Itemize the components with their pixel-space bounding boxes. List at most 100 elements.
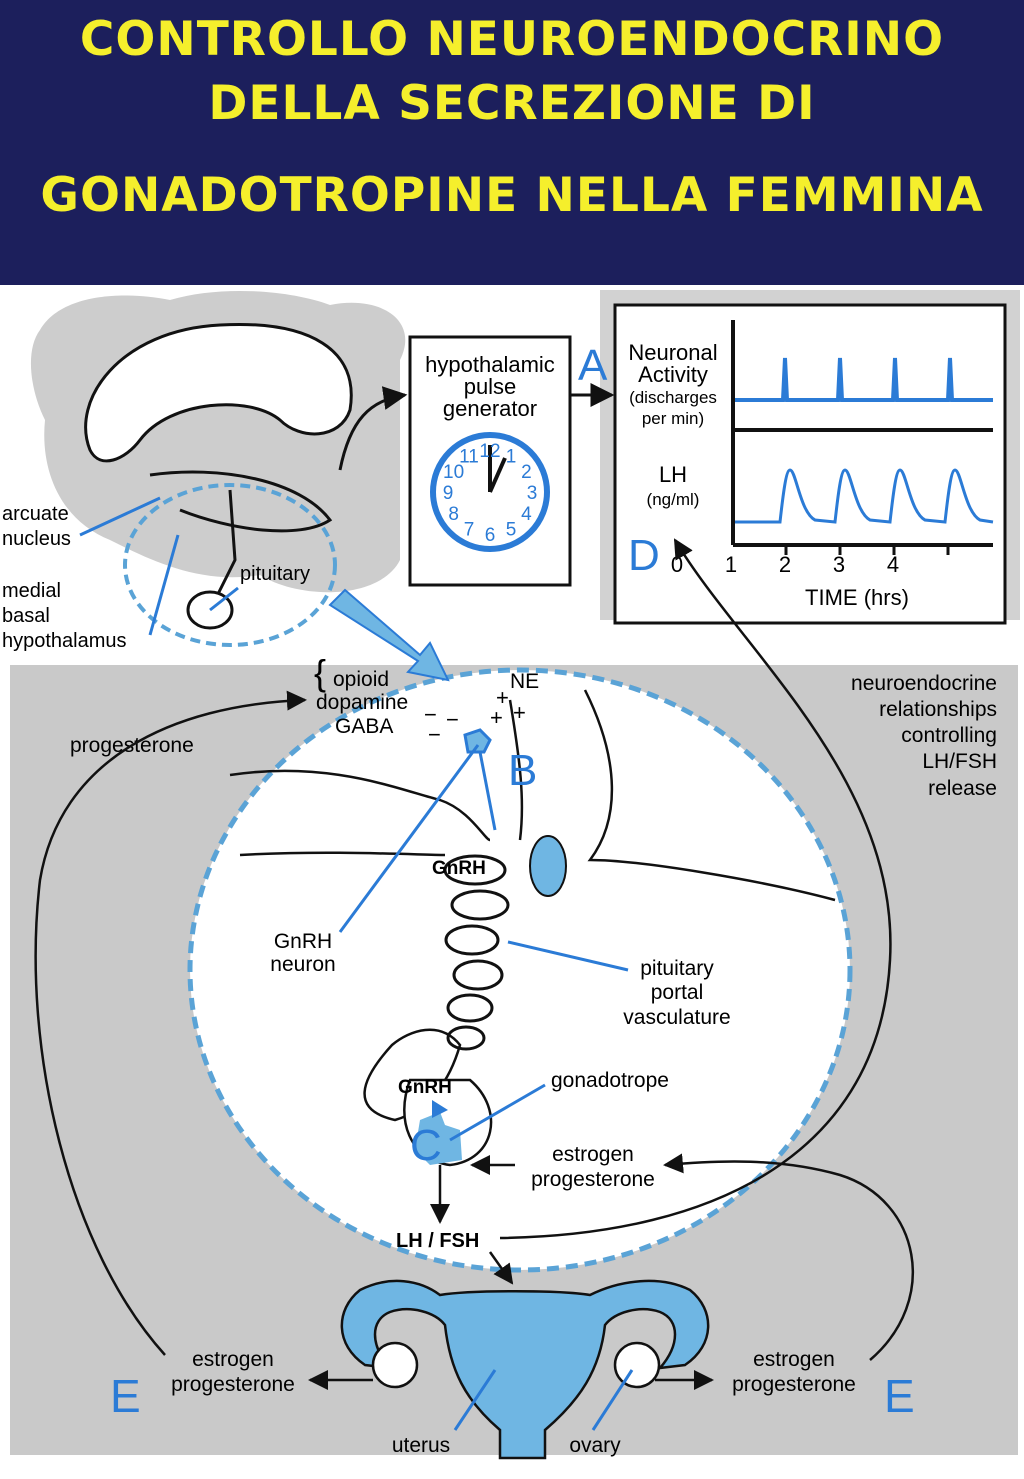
sign-minus-2: −: [446, 707, 459, 732]
neuronal-label-1: Neuronal: [628, 340, 717, 365]
letter-e-left: E: [110, 1370, 141, 1422]
gnrh-arrowhead: [432, 1100, 448, 1118]
clock-number: 6: [485, 525, 496, 546]
letter-e-right: E: [884, 1370, 915, 1422]
zoom-arrow: [328, 588, 450, 682]
title-line-2: DELLA SECREZIONE DI: [208, 76, 816, 131]
label-gnrh-top: GnRH: [432, 858, 486, 879]
label-controlling: controlling: [901, 724, 997, 747]
letter-b: B: [508, 746, 537, 795]
lhfsh-to-uterus-arrow: [488, 1251, 514, 1285]
sign-minus-1: −: [424, 702, 437, 727]
sign-plus-1: +: [496, 685, 509, 710]
label-left-estrogen: estrogen: [192, 1348, 274, 1371]
activity-axes: [731, 320, 993, 547]
letter-c: C: [410, 1121, 442, 1170]
label-pituitary: pituitary: [240, 563, 310, 585]
neuronal-label-3: (discharges: [629, 388, 717, 407]
label-dopamine: dopamine: [316, 691, 408, 714]
time-axis-label: TIME (hrs): [805, 585, 909, 610]
clock-number: 1: [506, 447, 517, 468]
ovary-feedback-arrow: [663, 1153, 915, 1361]
label-hypothalamus: hypothalamus: [2, 630, 127, 652]
title-line-1: CONTROLLO NEUROENDOCRINO: [79, 12, 945, 67]
label-left-progesterone: progesterone: [171, 1373, 295, 1396]
sign-plus-3: +: [490, 705, 503, 730]
label-basal: basal: [2, 605, 50, 627]
lhfsh-feedback-curve: [499, 538, 892, 1240]
pituitary-zoom-circle: [123, 483, 337, 647]
title-line-3: GONADOTROPINE NELLA FEMMINA: [40, 168, 984, 223]
label-right-progesterone: progesterone: [732, 1373, 856, 1396]
neuroendocrine-diagram: arcuate nucleus medial basal hypothalamu…: [2, 290, 1020, 1460]
clock-number: 12: [479, 441, 500, 462]
clock-number: 5: [506, 519, 517, 540]
label-lh-fsh: LH / FSH: [396, 1230, 479, 1252]
uterus: [340, 1279, 710, 1460]
neuronal-label-4: per min): [642, 409, 704, 428]
time-tick-label: 0: [671, 552, 683, 577]
activity-chart-box: [613, 303, 1007, 625]
clock-number: 10: [443, 462, 464, 483]
time-tick-label: 3: [833, 552, 845, 577]
label-ovary: ovary: [569, 1434, 621, 1457]
neuronal-label-2: Activity: [638, 362, 708, 387]
time-axis-ticks: 0 1 2 3 4: [671, 545, 950, 577]
time-tick-label: 4: [887, 552, 899, 577]
label-gnrh-bottom: GnRH: [398, 1077, 452, 1098]
neuronal-activity-trace: [735, 357, 993, 402]
label-arcuate: arcuate: [2, 503, 69, 525]
sign-minus-3: −: [428, 722, 441, 747]
label-gaba: GABA: [335, 715, 393, 738]
gnrh-neuron-pointer: [338, 744, 480, 933]
label-gnrh-neuron-1: GnRH: [274, 930, 332, 953]
title-banner: CONTROLLO NEUROENDOCRINO DELLA SECREZION…: [0, 0, 1024, 285]
label-progesterone-c: progesterone: [531, 1168, 655, 1191]
brain-pointer-lines: [79, 496, 239, 636]
median-eminence-blob: [529, 835, 567, 897]
label-medial: medial: [2, 580, 61, 602]
generator-label-3: generator: [443, 396, 537, 421]
time-tick-label: 2: [779, 552, 791, 577]
letter-a: A: [578, 341, 608, 390]
time-tick-label: 1: [725, 552, 737, 577]
label-estrogen-c: estrogen: [552, 1143, 634, 1166]
label-right-estrogen: estrogen: [753, 1348, 835, 1371]
clock-number: 4: [521, 504, 532, 525]
uterus-pointer: [453, 1369, 497, 1431]
sign-plus-2: +: [513, 700, 526, 725]
gnrh-neuron-icon: [463, 728, 497, 831]
lh-label-1: LH: [659, 462, 687, 487]
ovary-pointer: [591, 1369, 634, 1431]
gonadotrope-pointer: [449, 1083, 546, 1142]
brace: {: [314, 652, 326, 693]
label-neuroendocrine: neuroendocrine: [851, 672, 997, 695]
lh-label-2: (ng/ml): [647, 490, 700, 509]
portal-pointer: [507, 940, 629, 972]
label-portal-3: vasculature: [623, 1006, 730, 1029]
label-ne: NE: [510, 670, 539, 693]
generator-label-1: hypothalamic: [425, 352, 555, 377]
letter-d: D: [628, 531, 660, 580]
zoom-ellipse: [187, 667, 853, 1273]
label-relationships: relationships: [879, 698, 997, 721]
progesterone-loop-arrow: [34, 690, 307, 1356]
brain-outline: [84, 322, 353, 601]
gonadotrope-cell: [415, 1112, 462, 1165]
clock-number: 7: [464, 519, 475, 540]
label-portal-2: portal: [651, 981, 704, 1004]
label-uterus: uterus: [392, 1434, 450, 1457]
clock-number: 2: [521, 462, 532, 483]
label-gnrh-neuron-2: neuron: [270, 953, 335, 976]
right-ovary: [613, 1341, 661, 1389]
label-nucleus: nucleus: [2, 528, 71, 550]
clock-number: 11: [459, 447, 479, 468]
label-lhfsh-release: LH/FSH: [922, 750, 997, 773]
generator-label-2: pulse: [464, 374, 517, 399]
clock-number: 9: [443, 483, 454, 504]
portal-vasculature-coils: [443, 854, 510, 1051]
label-gonadotrope: gonadotrope: [551, 1069, 669, 1092]
clock-number: 3: [527, 483, 538, 504]
brain-to-generator-arrow: [338, 386, 408, 471]
label-release: release: [928, 777, 997, 800]
